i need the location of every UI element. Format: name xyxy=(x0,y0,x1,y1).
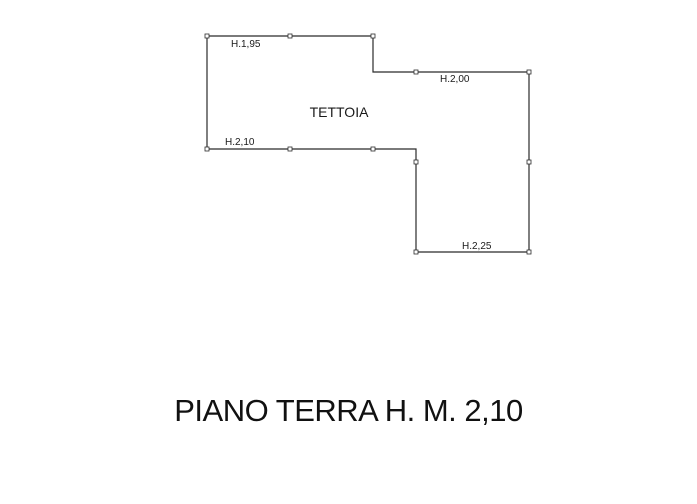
post-marker xyxy=(413,249,419,255)
post-markers xyxy=(204,33,532,255)
height-label-top-right: H.2,00 xyxy=(440,74,470,85)
floor-title: PIANO TERRA H. M. 2,10 xyxy=(174,393,523,428)
height-label-bottom-right: H.2,25 xyxy=(462,241,492,252)
post-marker xyxy=(526,69,532,75)
room-label: TETTOIA xyxy=(310,104,370,120)
post-marker xyxy=(413,159,419,165)
post-marker xyxy=(204,146,210,152)
post-marker xyxy=(204,33,210,39)
post-marker xyxy=(370,33,376,39)
post-marker xyxy=(370,146,376,152)
post-marker xyxy=(413,69,419,75)
post-marker xyxy=(287,33,293,39)
post-marker xyxy=(526,159,532,165)
post-marker xyxy=(287,146,293,152)
height-label-middle-left: H.2,10 xyxy=(225,137,255,148)
height-label-top-left: H.1,95 xyxy=(231,39,261,50)
post-marker xyxy=(526,249,532,255)
tettoia-outline xyxy=(206,35,530,253)
